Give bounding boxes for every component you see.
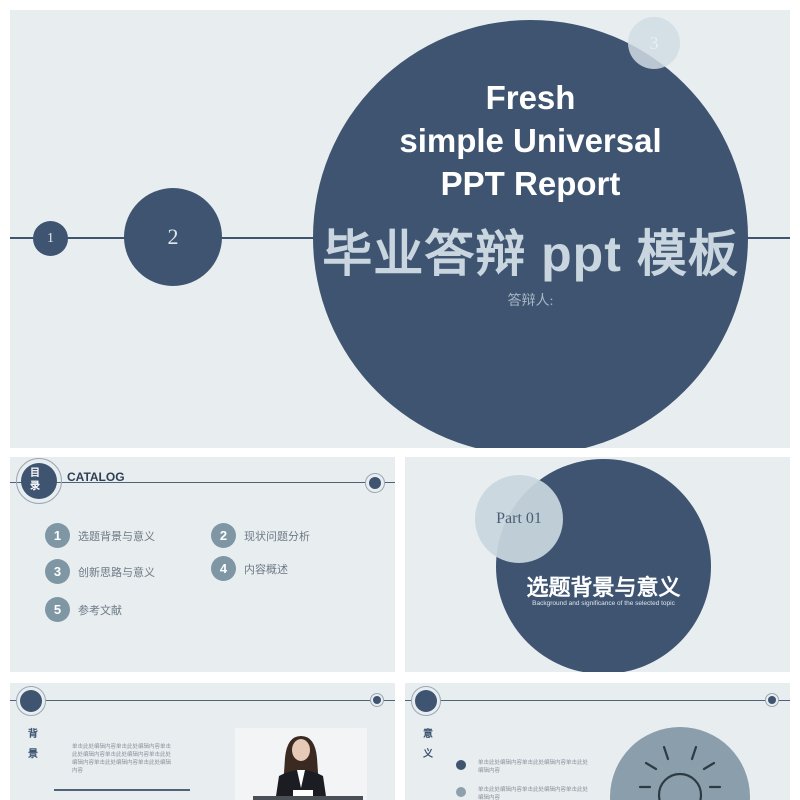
header-line — [10, 482, 395, 483]
vertical-label-char: 意 — [423, 729, 433, 740]
catalog-item-label: 选题背景与意义 — [78, 530, 155, 543]
catalog-item-number: 4 — [211, 556, 236, 581]
bullet-text: 单击此处编辑内容单击此处编辑内容单击此处编辑内容 — [478, 787, 589, 800]
header-dot — [415, 690, 437, 712]
chinese-title: 毕业答辩 ppt 模板 — [322, 226, 739, 282]
vertical-label: 背 景 — [28, 725, 42, 765]
circle-2: 2 — [124, 188, 222, 286]
badge-line-1: 目 — [30, 468, 40, 479]
circle-1-label: 1 — [47, 230, 54, 246]
vertical-label-char: 景 — [28, 749, 38, 760]
circle-3-label: 3 — [649, 32, 659, 53]
main-circle — [313, 20, 748, 448]
badge-line-2: 录 — [30, 481, 40, 492]
catalog-item-label: 内容概述 — [244, 563, 288, 576]
slide-catalog[interactable]: 目 录 CATALOG 1 选题背景与意义 2 现状问题分析 3 创新思路与意义… — [10, 457, 395, 672]
catalog-item-label: 创新思路与意义 — [78, 566, 155, 579]
catalog-item-number: 1 — [45, 523, 70, 548]
student-photo — [235, 728, 367, 800]
bullet-dot — [456, 787, 466, 797]
part-label: Part 01 — [496, 510, 542, 527]
part-badge: Part 01 — [475, 475, 563, 563]
header-line — [10, 700, 395, 701]
catalog-title: CATALOG — [67, 470, 125, 484]
divider — [54, 789, 190, 791]
catalog-item-number: 5 — [45, 597, 70, 622]
circle-2-label: 2 — [167, 224, 179, 249]
slide-background[interactable]: 背 景 单击此处编辑内容单击此处编辑内容单击此处编辑内容单击此处编辑内容单击此处… — [10, 683, 395, 800]
catalog-item-4[interactable]: 4 内容概述 — [211, 556, 288, 581]
english-title: Fresh simple Universal PPT Report — [313, 76, 748, 205]
bullet-text: 单击此处编辑内容单击此处编辑内容单击此处编辑内容 — [478, 760, 589, 774]
circle-3: 3 — [628, 17, 680, 69]
title-line-3: PPT Report — [440, 165, 621, 202]
body-paragraph: 单击此处编辑内容单击此处编辑内容单击此处编辑内容单击此处编辑内容单击此处编辑内容… — [72, 744, 172, 774]
header-dot — [20, 690, 42, 712]
section-title: 选题背景与意义 — [526, 575, 681, 600]
slide-cover[interactable]: 1 2 3 Fresh simple Universal PPT Report … — [10, 10, 790, 448]
header-line — [405, 700, 790, 701]
catalog-item-5[interactable]: 5 参考文献 — [45, 597, 122, 622]
catalog-item-number: 3 — [45, 559, 70, 584]
vertical-label-char: 义 — [423, 749, 433, 760]
lightbulb-icon — [638, 745, 722, 800]
catalog-item-1[interactable]: 1 选题背景与意义 — [45, 523, 155, 548]
end-dot — [369, 477, 381, 489]
presenter-label: 答辩人: — [507, 294, 554, 309]
end-dot — [768, 696, 776, 704]
slide-part-01[interactable]: Part 01 选题背景与意义 Background and significa… — [405, 457, 790, 672]
catalog-item-2[interactable]: 2 现状问题分析 — [211, 523, 310, 548]
title-line-2: simple Universal — [399, 122, 662, 159]
end-dot — [373, 696, 381, 704]
catalog-badge: 目 录 — [21, 463, 57, 499]
person-writing-icon — [235, 728, 367, 800]
vertical-label-char: 背 — [28, 729, 38, 740]
catalog-item-number: 2 — [211, 523, 236, 548]
slide-significance[interactable]: 意 义 单击此处编辑内容单击此处编辑内容单击此处编辑内容 单击此处编辑内容单击此… — [405, 683, 790, 800]
catalog-item-label: 参考文献 — [78, 604, 122, 617]
section-subtitle: Background and significance of the selec… — [532, 600, 675, 607]
title-line-1: Fresh — [485, 79, 576, 116]
bullet-dot — [456, 760, 466, 770]
badge-ring — [16, 458, 62, 504]
circle-1: 1 — [33, 221, 68, 256]
catalog-item-label: 现状问题分析 — [244, 530, 310, 543]
catalog-item-3[interactable]: 3 创新思路与意义 — [45, 559, 155, 584]
vertical-label: 意 义 — [423, 725, 437, 765]
